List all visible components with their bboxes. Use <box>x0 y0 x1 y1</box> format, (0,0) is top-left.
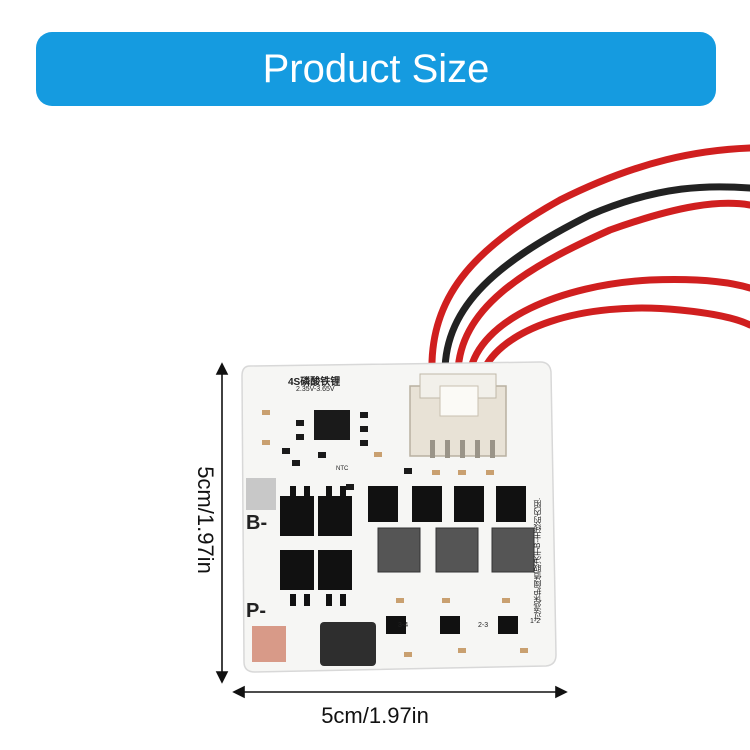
pad-b-minus <box>246 478 276 510</box>
height-dimension-label: 5cm/1.97in <box>193 466 218 574</box>
diode <box>320 622 376 666</box>
wire-red-3 <box>466 275 750 376</box>
wire-red-4 <box>479 304 750 376</box>
pad-b-label: B- <box>246 512 268 534</box>
wire-red-1 <box>428 144 750 376</box>
cell-label-3-4: 3-4 <box>398 622 409 629</box>
pad-p-label: P- <box>246 600 266 622</box>
width-dimension-label: 5cm/1.97in <box>321 703 429 728</box>
control-ic <box>314 410 350 440</box>
banner-title: Product Size <box>262 46 490 91</box>
board-voltage-label: 2.35V-3.65V <box>296 386 335 393</box>
side-note-label: 过流保护阈值取决于B-主线的内阻. <box>533 497 542 620</box>
wire-black <box>441 183 750 376</box>
cell-label-1-2: 1-2 <box>530 618 541 625</box>
title-banner: Product Size <box>36 32 716 106</box>
board-title-label: 4S磷酸铁锂 <box>288 377 341 388</box>
main-mosfets <box>280 486 352 606</box>
ntc-label: NTC <box>336 466 349 472</box>
wire-red-2 <box>454 199 750 376</box>
balance-resistors <box>377 527 535 573</box>
balance-mosfets <box>368 486 526 522</box>
pad-p-minus <box>252 626 286 662</box>
cell-label-2-3: 2-3 <box>478 622 489 629</box>
